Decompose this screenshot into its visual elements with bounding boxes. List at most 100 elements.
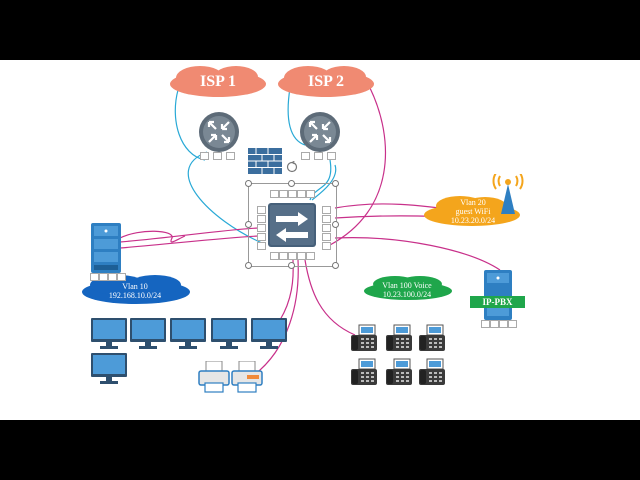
switch-port[interactable] <box>257 224 266 232</box>
ip-phone-icon[interactable] <box>385 324 413 352</box>
selection-handle[interactable] <box>245 180 252 187</box>
cable-server-switch-c <box>119 230 186 243</box>
isp1-label: ISP 1 <box>199 73 236 90</box>
firewall-icon[interactable] <box>248 148 282 174</box>
cloud-layer <box>82 66 520 304</box>
switch-port[interactable] <box>288 190 297 198</box>
vlan20-name: Vlan 20 <box>460 198 486 207</box>
switch-port[interactable] <box>322 206 331 214</box>
switch-port[interactable] <box>322 224 331 232</box>
switch-port[interactable] <box>306 252 315 260</box>
switch-port[interactable] <box>297 252 306 260</box>
selection-handle[interactable] <box>245 221 252 228</box>
router2-ports <box>301 152 341 160</box>
pbx-port[interactable] <box>508 320 517 328</box>
switch-port[interactable] <box>270 252 279 260</box>
vlan10-subnet: 192.168.10.0/24 <box>108 291 162 301</box>
vlan10-name: Vlan 10 <box>122 282 148 291</box>
vlan20-label: Vlan 20 guest WiFi 10.23.20.0/24 <box>438 198 508 226</box>
selection-handle[interactable] <box>288 180 295 187</box>
rotate-handle-icon[interactable] <box>286 161 298 173</box>
server-port[interactable] <box>117 273 126 281</box>
monitor-icon[interactable] <box>91 353 127 385</box>
switch-icon[interactable] <box>268 203 316 247</box>
cable-switch-pbx <box>334 237 501 271</box>
pbx-port[interactable] <box>490 320 499 328</box>
switch-port[interactable] <box>257 242 266 250</box>
selection-handle[interactable] <box>332 221 339 228</box>
isp1-cloud <box>170 66 266 97</box>
monitor-icon[interactable] <box>170 318 206 350</box>
network-diagram-canvas: ISP 1 ISP 2 Vlan 10 192.168.10.0/24 Vlan… <box>0 60 640 420</box>
server-port[interactable] <box>90 273 99 281</box>
monitor-icon[interactable] <box>130 318 166 350</box>
pbx-label: IP-PBX <box>470 296 525 308</box>
ip-phone-icon[interactable] <box>385 358 413 386</box>
switch-port[interactable] <box>306 190 315 198</box>
router2-port[interactable] <box>314 152 323 160</box>
switch-port[interactable] <box>257 233 266 241</box>
server-icon[interactable] <box>484 270 512 320</box>
ip-phone-icon[interactable] <box>418 324 446 352</box>
server-port[interactable] <box>108 273 117 281</box>
cable-switch-phones <box>304 259 356 336</box>
cable-switch-printers <box>249 259 299 379</box>
pbx-port[interactable] <box>499 320 508 328</box>
monitor-icon[interactable] <box>251 318 287 350</box>
vlan100-subnet: 10.23.100.0/24 <box>382 290 432 300</box>
router1-port[interactable] <box>213 152 222 160</box>
pbx-ports <box>481 320 521 328</box>
server-ports <box>90 273 130 281</box>
cable-isp1-router1 <box>174 89 206 161</box>
switch-port[interactable] <box>297 190 306 198</box>
router1-port[interactable] <box>226 152 235 160</box>
router2-port[interactable] <box>301 152 310 160</box>
pbx-port[interactable] <box>481 320 490 328</box>
router-icon[interactable] <box>298 110 342 154</box>
monitor-icon[interactable] <box>211 318 247 350</box>
server-icon[interactable] <box>91 223 121 273</box>
vlan20-subnet: 10.23.20.0/24 <box>450 216 496 226</box>
cable-isp2-switch <box>329 87 387 246</box>
ip-phone-icon[interactable] <box>418 358 446 386</box>
switch-ports-top <box>270 190 330 198</box>
switch-port[interactable] <box>322 242 331 250</box>
cable-router2-switch-b <box>311 164 337 201</box>
printer-icon[interactable] <box>198 361 230 393</box>
vlan20-cloud <box>424 196 520 226</box>
switch-port[interactable] <box>270 190 279 198</box>
isp2-cloud <box>278 66 374 97</box>
switch-port[interactable] <box>322 233 331 241</box>
switch-port[interactable] <box>322 215 331 223</box>
switch-ports-right <box>322 206 331 250</box>
router1-ports <box>200 152 240 160</box>
switch-ports-left <box>257 206 266 250</box>
vlan20-desc: guest WiFi <box>455 207 491 217</box>
router2-port[interactable] <box>327 152 336 160</box>
vlan100-label: Vlan 100 Voice 10.23.100.0/24 <box>372 281 442 299</box>
ip-phone-icon[interactable] <box>350 324 378 352</box>
isp2-label: ISP 2 <box>307 73 344 90</box>
cable-server-switch-a <box>119 227 259 243</box>
router1-port[interactable] <box>200 152 209 160</box>
selection-handle[interactable] <box>332 262 339 269</box>
wifi-ap-icon[interactable] <box>490 174 526 216</box>
cable-router1-switch <box>187 151 263 244</box>
switch-port[interactable] <box>257 206 266 214</box>
cable-server-switch-b <box>119 235 259 249</box>
selection-handle[interactable] <box>245 262 252 269</box>
router-icon[interactable] <box>197 110 241 154</box>
switch-port[interactable] <box>279 252 288 260</box>
vlan100-name: Vlan 100 Voice <box>382 281 432 290</box>
printer-icon[interactable] <box>231 361 263 393</box>
server-port[interactable] <box>99 273 108 281</box>
ip-phone-icon[interactable] <box>350 358 378 386</box>
selection-handle[interactable] <box>332 180 339 187</box>
switch-port[interactable] <box>279 190 288 198</box>
switch-port[interactable] <box>257 215 266 223</box>
monitor-icon[interactable] <box>91 318 127 350</box>
cable-isp2-router2 <box>287 87 306 146</box>
selection-handle[interactable] <box>288 262 295 269</box>
switch-port[interactable] <box>288 252 297 260</box>
switch-ports-bottom <box>270 252 330 260</box>
